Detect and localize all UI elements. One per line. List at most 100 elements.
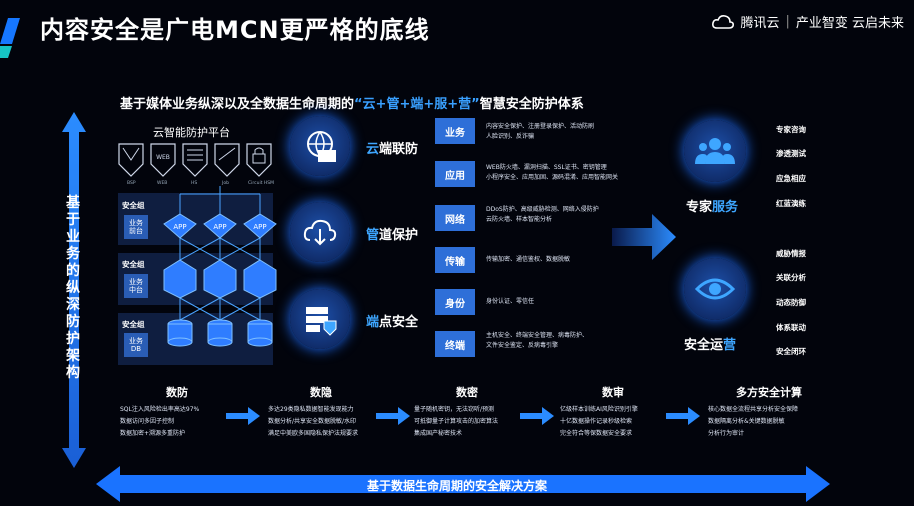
eye-icon	[684, 258, 746, 320]
bottom-column-desc: SQL注入风险检出率高达97%数据访问多因子控制数据加密+溯源多重防护	[120, 404, 199, 440]
ops-item: 动态防御	[776, 298, 806, 307]
label-pre: 安全运	[684, 338, 724, 353]
bottom-desc-line: 可抵御量子计算攻击的加密算法	[414, 418, 499, 425]
shield-icon	[150, 143, 176, 177]
brand-header: 腾讯云 | 产业智变 云启未来	[712, 12, 904, 31]
tencent-cloud-logo-icon	[712, 14, 735, 29]
subtitle-highlight: “云+管+端+服+营”	[354, 97, 480, 112]
service-desc: 内容安全保护、注册登录保护、活动防刷人脸识别、反诈骗	[486, 122, 594, 142]
bottom-desc-line: 分析行为审计	[708, 430, 745, 437]
bottom-column-title: 数密	[456, 386, 478, 399]
category-rest: 道保护	[379, 228, 419, 243]
layer-label: 安全组	[122, 260, 145, 269]
expert-item: 渗透测试	[776, 149, 806, 158]
service-box: 终端	[435, 331, 475, 357]
service-desc: 身份认证、零信任	[486, 297, 534, 307]
page-title: 内容安全是广电MCN更严格的底线	[40, 16, 430, 44]
platform-title: 云智能防护平台	[153, 126, 230, 139]
bottom-desc-line: 数据分析/共享安全数据脱敏/水印	[268, 418, 357, 425]
category-pipe-label: 管道保护	[366, 224, 418, 243]
shield-label: Circuit HSM	[248, 181, 275, 186]
service-box: 业务	[435, 118, 475, 144]
layer-label: 安全组	[122, 320, 145, 329]
bottom-column-title: 数防	[166, 386, 188, 399]
cube-node-icon	[203, 259, 237, 299]
people-icon	[684, 120, 746, 182]
layer-box-label: 业务 前台	[129, 219, 143, 235]
service-desc-line: 主机安全、终端安全管理、病毒防护、	[486, 332, 589, 339]
service-box: 网络	[435, 205, 475, 231]
bottom-label: 基于数据生命周期的安全解决方案	[366, 479, 547, 493]
chevron-right-icon	[666, 407, 700, 425]
bottom-desc-line: SQL注入风险检出率高达97%	[120, 406, 200, 413]
category-cloud-label: 云端联防	[366, 138, 418, 157]
service-desc-line: 文件安全鉴定、反病毒引擎	[486, 342, 559, 349]
bottom-column-title: 数隐	[310, 386, 332, 399]
platform-shields: WEB	[118, 143, 272, 177]
label-highlight: 服务	[712, 200, 739, 215]
expert-item: 专家咨询	[776, 125, 806, 134]
bottom-column-desc: 多达29类隐私数据智能发现能力数据分析/共享安全数据脱敏/水印满足中美欧多国隐私…	[268, 404, 358, 440]
service-desc-line: WEB防火墙、漏洞扫描、SSL证书、密钥管理	[486, 164, 607, 171]
ops-item: 关联分析	[776, 273, 806, 282]
subtitle-prefix: 基于媒体业务纵深以及全数据生命周期的	[120, 97, 355, 112]
cube-node-icon	[163, 259, 197, 299]
bottom-column-desc: 量子随机密钥，无法窃听/预测可抵御量子计算攻击的加密算法集成国产秘密技术	[414, 404, 498, 440]
shield-label: WEB	[157, 181, 168, 186]
service-desc-line: 传输加密、通信鉴权、数据脱敏	[486, 256, 571, 263]
service-desc-line: 人脸识别、反诈骗	[486, 133, 535, 140]
category-endpoint-label: 端点安全	[366, 311, 418, 330]
brand-slogan: 产业智变 云启未来	[795, 16, 904, 31]
layer-box-label: 业务 中台	[129, 278, 143, 294]
brand-divider: |	[785, 14, 790, 29]
right-flow-arrow	[612, 214, 676, 260]
category-highlight: 管	[366, 228, 380, 243]
globe-firewall-icon	[290, 116, 350, 176]
layer-box-label: 业务 DB	[129, 337, 143, 353]
shield-icon	[182, 143, 208, 177]
shield-label: HS	[191, 181, 198, 186]
app-node-label: APP	[173, 223, 186, 231]
service-box: 身份	[435, 289, 475, 315]
bottom-desc-line: 数据隔离分析&关键数据脱敏	[708, 418, 785, 425]
bottom-desc-line: 量子随机密钥，无法窃听/预测	[414, 406, 495, 413]
bottom-desc-line: 满足中美欧多国隐私保护法规要求	[268, 430, 359, 437]
corner-logo	[0, 18, 20, 58]
service-desc-line: 小程序安全、应用加固、源码混淆、应用智能网关	[486, 174, 619, 181]
service-box: 应用	[435, 161, 475, 187]
layer-box: 业务 DB	[124, 333, 148, 357]
security-ops-label: 安全运营	[684, 334, 736, 353]
brand-name: 腾讯云	[740, 16, 780, 31]
ops-item: 安全闭环	[776, 347, 806, 356]
service-desc-line: 内容安全保护、注册登录保护、活动防刷	[486, 123, 595, 130]
expert-item: 应急相应	[776, 174, 806, 183]
horizontal-double-arrow	[96, 466, 830, 502]
shield-icon	[246, 143, 272, 177]
cloud-download-icon	[290, 202, 350, 262]
layer-box: 业务 中台	[124, 274, 148, 298]
shield-icon	[118, 143, 144, 177]
bottom-desc-line: 多达29类隐私数据智能发现能力	[268, 406, 354, 413]
bottom-desc-line: 亿级样本训练AI风险识别引擎	[560, 406, 638, 413]
server-shield-icon	[290, 289, 350, 349]
shield-label: Job	[222, 181, 229, 186]
app-node-icon	[243, 213, 277, 239]
bottom-column-title: 数审	[602, 386, 624, 399]
category-rest: 点安全	[379, 315, 419, 330]
cube-node-icon	[243, 259, 277, 299]
vertical-double-arrow	[62, 112, 86, 468]
service-desc: 主机安全、终端安全管理、病毒防护、文件安全鉴定、反病毒引擎	[486, 331, 588, 351]
app-node-label: APP	[213, 223, 226, 231]
vertical-label: 基于业务的纵深防护架构	[66, 195, 80, 381]
platform-network: APP APP APP	[163, 186, 277, 347]
bottom-column-desc: 亿级样本训练AI风险识别引擎十亿数据操作记录秒级检索完全符合等保数据安全要求	[560, 404, 638, 440]
bottom-desc-line: 集成国产秘密技术	[414, 430, 463, 437]
app-node-icon	[203, 213, 237, 239]
chevron-right-icon	[520, 407, 554, 425]
layer-box: 业务 前台	[124, 215, 148, 239]
bottom-desc-line: 十亿数据操作记录秒级检索	[560, 418, 633, 425]
shield-label: BSP	[127, 181, 136, 186]
service-desc-line: 身份认证、零信任	[486, 298, 535, 305]
service-desc-line: DDoS防护、高级威胁检测、网络入侵防护	[486, 206, 599, 213]
label-highlight: 营	[723, 338, 737, 353]
